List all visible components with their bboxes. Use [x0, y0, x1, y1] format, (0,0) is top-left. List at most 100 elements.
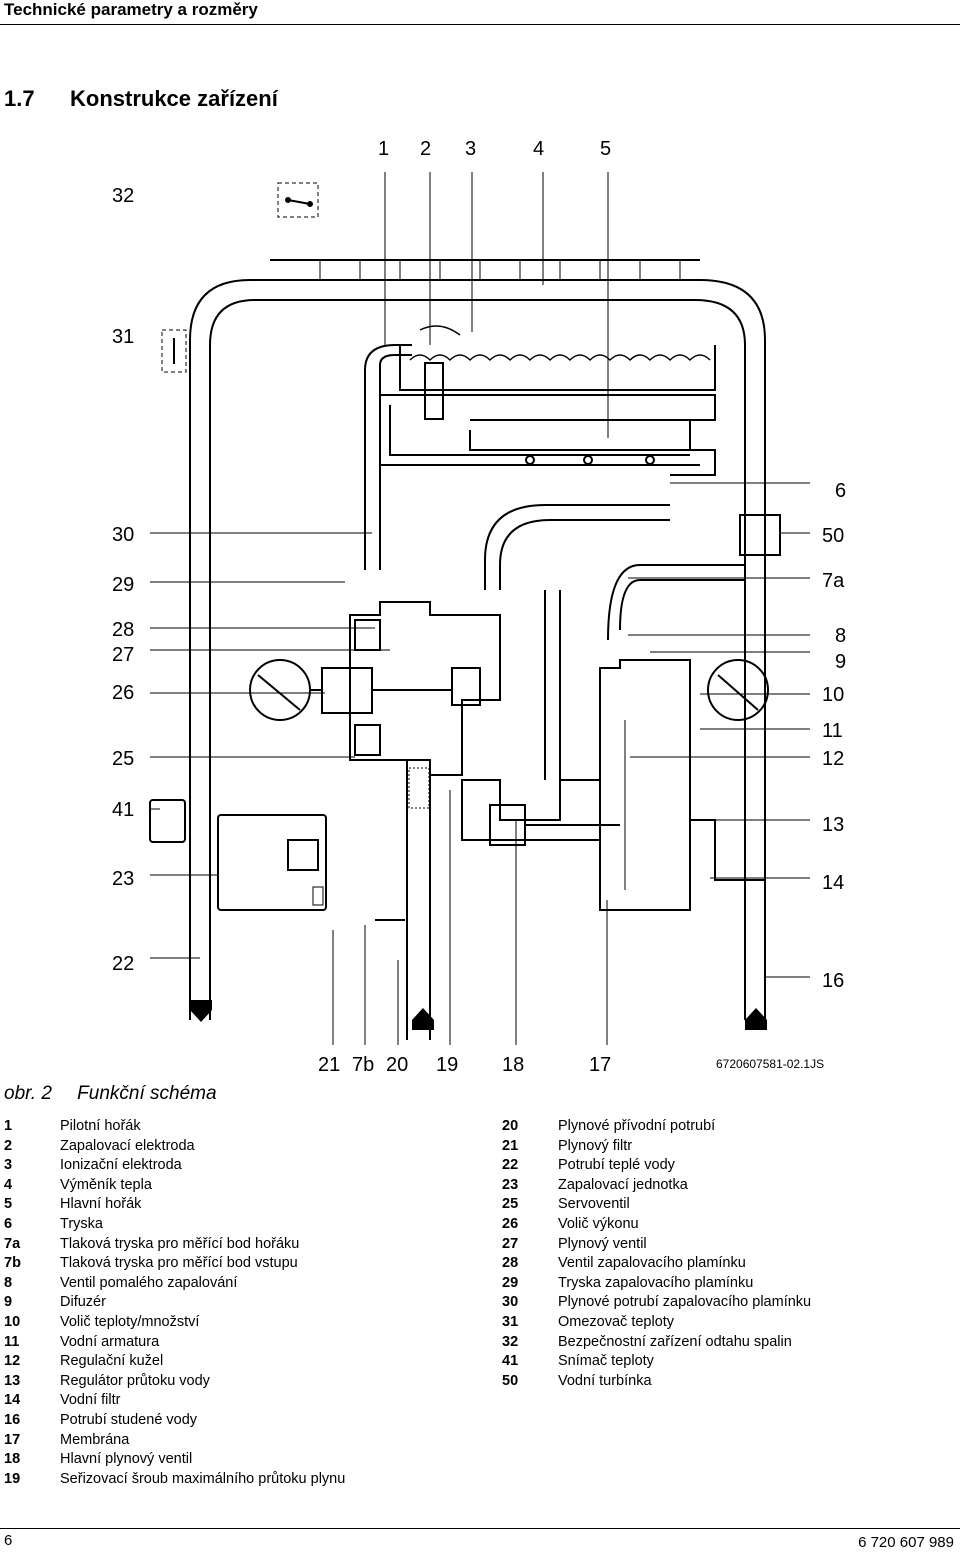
- legend-item: 12 Regulační kužel: [4, 1352, 345, 1372]
- callout-28: 28: [112, 619, 134, 641]
- callout-10: 10: [822, 684, 844, 706]
- legend-key: 32: [502, 1333, 519, 1350]
- legend-text: Tlaková tryska pro měřící bod vstupu: [60, 1255, 298, 1272]
- callout-1: 1: [378, 138, 389, 160]
- section-title: Konstrukce zařízení: [70, 86, 278, 111]
- header-divider: [0, 24, 960, 25]
- water-section: [461, 514, 781, 911]
- legend-text: Hlavní hořák: [60, 1196, 142, 1213]
- legend-text: Plynové potrubí zapalovacího plamínku: [558, 1294, 812, 1311]
- legend-item: 6 Tryska: [4, 1215, 345, 1235]
- legend-item: 17 Membrána: [4, 1431, 345, 1451]
- page-number: 6: [4, 1532, 13, 1549]
- legend-key: 1: [4, 1118, 13, 1134]
- legend-item: 1 Pilotní hořák: [4, 1117, 345, 1137]
- legend-text: Plynové přívodní potrubí: [558, 1118, 716, 1134]
- figure-number: obr. 2: [4, 1083, 52, 1104]
- callout-17: 17: [589, 1054, 611, 1076]
- callout-30: 30: [112, 524, 134, 546]
- section-number: 1.7: [4, 86, 35, 111]
- legend-key: 28: [502, 1255, 519, 1272]
- legend-key: 14: [4, 1392, 21, 1409]
- legend-key: 12: [4, 1353, 21, 1370]
- legend-text: Potrubí teplé vody: [558, 1157, 675, 1174]
- callout-26: 26: [112, 682, 134, 704]
- callout-29: 29: [112, 574, 134, 596]
- legend-key: 7b: [4, 1255, 21, 1272]
- legend-text: Tlaková tryska pro měřící bod hořáku: [60, 1235, 300, 1252]
- legend-key: 3: [4, 1157, 13, 1174]
- gas-inlet-pipe: [375, 760, 431, 1040]
- legend-key: 17: [4, 1431, 21, 1448]
- legend-key: 8: [4, 1274, 13, 1291]
- legend-key: 50: [502, 1372, 519, 1389]
- callouts-top: 1 2 3 4 5: [378, 138, 611, 160]
- callout-20: 20: [386, 1054, 408, 1076]
- legend-key: 30: [502, 1294, 519, 1311]
- legend-text: Vodní armatura: [60, 1333, 160, 1350]
- legend-text: Tryska: [60, 1215, 103, 1232]
- legend-key: 4: [4, 1176, 13, 1193]
- legend-text: Vodní turbínka: [558, 1372, 652, 1389]
- callout-9: 9: [835, 651, 846, 673]
- legend-text: Pilotní hořák: [60, 1118, 141, 1134]
- legend-text: Membrána: [60, 1431, 130, 1448]
- legend-item: 30 Plynové potrubí zapalovacího plamínku: [502, 1293, 811, 1313]
- legend-item: 5 Hlavní hořák: [4, 1195, 345, 1215]
- legend-key: 27: [502, 1235, 519, 1252]
- callout-16: 16: [822, 970, 844, 992]
- legend-text: Zapalovací elektroda: [60, 1137, 195, 1154]
- gas-pipes: [364, 344, 670, 780]
- legend-key: 6: [4, 1215, 13, 1232]
- legend-item: 7b Tlaková tryska pro měřící bod vstupu: [4, 1254, 345, 1274]
- legend-key: 10: [4, 1313, 21, 1330]
- legend-text: Regulátor průtoku vody: [60, 1372, 210, 1389]
- callout-50: 50: [822, 525, 844, 547]
- legend-item: 27 Plynový ventil: [502, 1235, 811, 1255]
- callout-5: 5: [600, 138, 611, 160]
- callout-3: 3: [465, 138, 476, 160]
- callout-13: 13: [822, 814, 844, 836]
- legend-text: Hlavní plynový ventil: [60, 1451, 193, 1468]
- flow-arrows: [190, 1000, 767, 1030]
- callout-6: 6: [835, 480, 846, 502]
- legend-text: Plynový ventil: [558, 1235, 647, 1252]
- legend-text: Difuzér: [60, 1294, 106, 1311]
- legend-key: 5: [4, 1196, 13, 1213]
- legend-key: 2: [4, 1137, 13, 1154]
- legend-key: 21: [502, 1137, 519, 1154]
- legend-text: Regulační kužel: [60, 1353, 164, 1370]
- legend-text: Plynový filtr: [558, 1137, 633, 1154]
- callout-2: 2: [420, 138, 431, 160]
- legend-item: 21 Plynový filtr: [502, 1137, 811, 1157]
- callout-41: 41: [112, 799, 134, 821]
- callout-11: 11: [822, 720, 843, 742]
- callout-21: 21: [318, 1054, 340, 1076]
- figure-caption: Funkční schéma: [77, 1083, 217, 1104]
- legend-key: 18: [4, 1451, 21, 1468]
- callout-8: 8: [835, 625, 846, 647]
- legend-item: 9 Difuzér: [4, 1293, 345, 1313]
- callout-25: 25: [112, 748, 134, 770]
- callout-18: 18: [502, 1054, 524, 1076]
- legend-text: Omezovač teploty: [558, 1313, 675, 1330]
- legend-text: Ventil pomalého zapalování: [60, 1274, 238, 1291]
- legend-key: 9: [4, 1294, 13, 1311]
- legend-text: Potrubí studené vody: [60, 1411, 198, 1428]
- callouts-left: 32 31 30 29 28 27 26 25 41 23 22: [112, 185, 134, 975]
- callout-7b: 7b: [352, 1054, 374, 1076]
- legend-text: Zapalovací jednotka: [558, 1176, 688, 1193]
- leader-lines: [150, 172, 810, 1045]
- callout-14: 14: [822, 872, 844, 894]
- legend-item: 2 Zapalovací elektroda: [4, 1137, 345, 1157]
